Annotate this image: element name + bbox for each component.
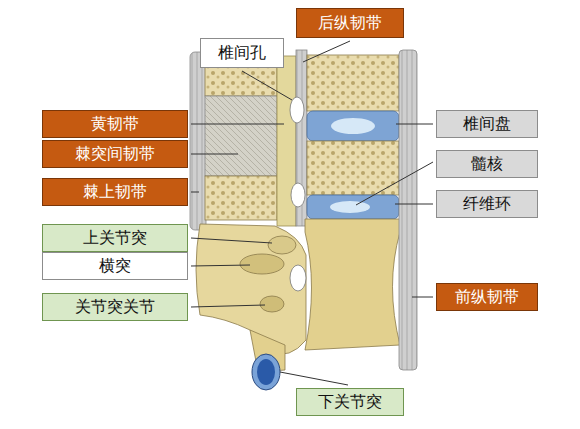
superior-articular-process — [268, 236, 296, 254]
intervertebral-disc — [307, 195, 399, 219]
facet-joint — [260, 296, 284, 312]
label-box: 前纵韧带 — [436, 283, 538, 311]
label-box: 后纵韧带 — [296, 8, 404, 38]
supraspinous-ligament — [190, 52, 206, 230]
nucleus-pulposus — [331, 118, 375, 134]
label-box: 横突 — [42, 252, 188, 280]
label-box: 棘突间韧带 — [42, 140, 188, 168]
label-text: 棘突间韧带 — [75, 145, 155, 163]
nucleus-pulposus — [330, 201, 370, 213]
label-text: 上关节突 — [83, 229, 147, 247]
label-text: 后纵韧带 — [318, 14, 382, 32]
label-text: 椎间盘 — [463, 115, 511, 133]
vertebral-body — [305, 219, 400, 350]
inferior-facet — [252, 354, 280, 390]
vertebral-body — [307, 141, 399, 195]
intervertebral-foramen — [290, 265, 306, 291]
transverse-process — [240, 254, 284, 274]
intervertebral-foramen — [291, 183, 305, 207]
label-box: 椎间孔 — [200, 38, 284, 68]
interspinous-ligament — [205, 96, 277, 176]
label-box: 髓核 — [436, 150, 538, 178]
leader-lines — [191, 41, 433, 385]
intervertebral-foramen — [290, 97, 304, 123]
label-box: 黄韧带 — [42, 110, 188, 138]
label-box: 棘上韧带 — [42, 178, 188, 206]
anterior-longitudinal-ligament — [399, 50, 417, 370]
label-text: 下关节突 — [318, 393, 382, 411]
label-text: 髓核 — [471, 155, 503, 173]
label-text: 椎间孔 — [218, 44, 266, 62]
label-box: 椎间盘 — [436, 110, 538, 138]
vertebral-body — [307, 55, 399, 111]
label-box: 纤维环 — [436, 190, 538, 218]
inferior-facet — [257, 359, 275, 385]
intervertebral-disc — [307, 111, 399, 141]
label-text: 棘上韧带 — [83, 183, 147, 201]
label-text: 横突 — [99, 257, 131, 275]
label-box: 下关节突 — [296, 388, 404, 416]
label-box: 关节突关节 — [42, 293, 188, 321]
label-text: 黄韧带 — [91, 115, 139, 133]
label-box: 上关节突 — [42, 224, 188, 252]
label-text: 关节突关节 — [75, 298, 155, 316]
spinous-process — [205, 176, 277, 220]
label-text: 纤维环 — [463, 195, 511, 213]
label-text: 前纵韧带 — [455, 288, 519, 306]
